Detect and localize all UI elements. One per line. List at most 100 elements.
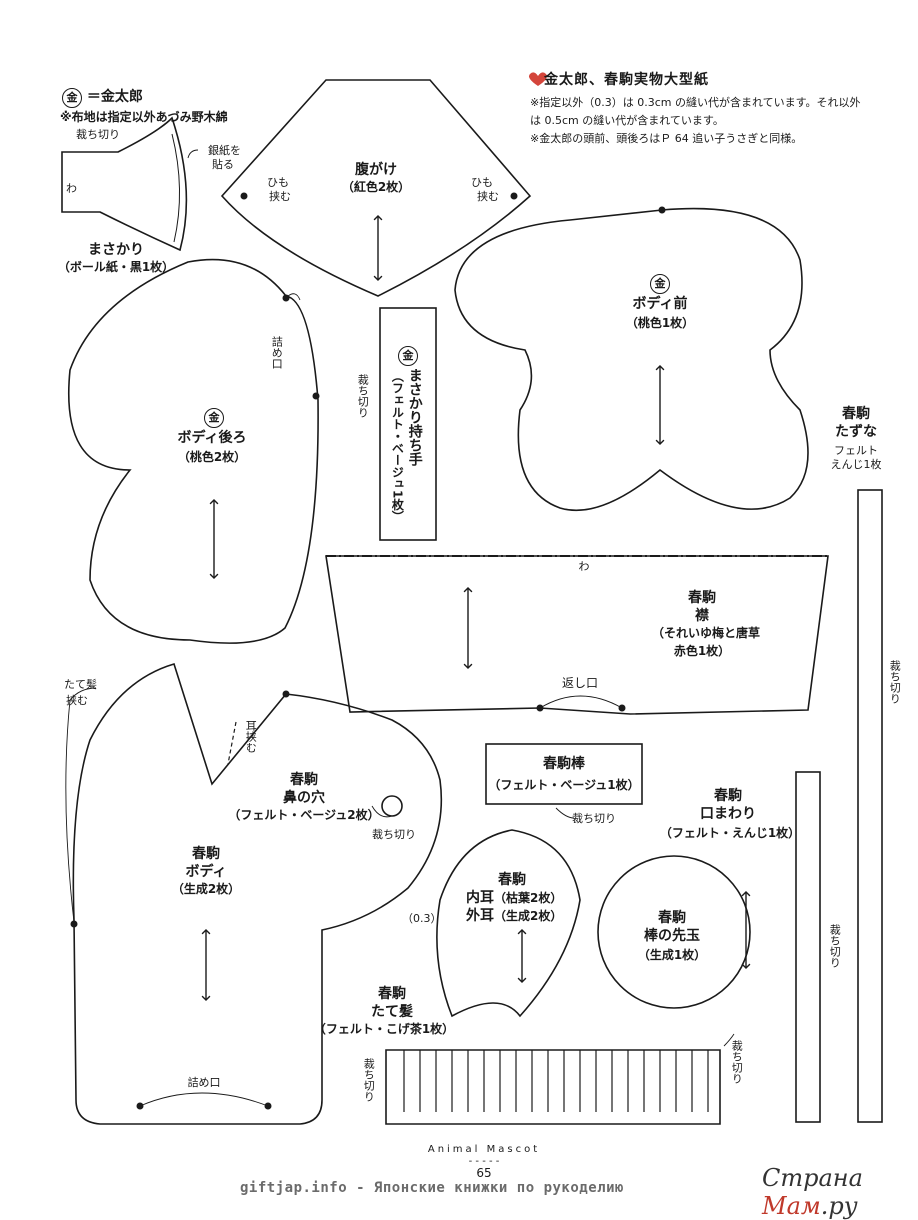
masakari-silver-1: 銀紙を xyxy=(208,144,241,157)
ear-inner-label: 内耳 xyxy=(466,890,494,906)
tazuna-name-1: 春駒 xyxy=(842,406,870,422)
book-title: Animal Mascot xyxy=(427,1144,541,1155)
nose-hole xyxy=(381,795,403,817)
nose-cut: 裁ち切り xyxy=(372,828,416,841)
ear-outer-name: 外耳（生成2枚） xyxy=(466,908,562,925)
collar-wa: わ xyxy=(578,560,590,573)
body-back-outline xyxy=(68,258,319,644)
tazuna-cut: 裁ち切り xyxy=(888,660,902,704)
horse-body-outline xyxy=(72,663,443,1125)
handle-outline xyxy=(379,307,437,541)
horse-body-material: （生成2枚） xyxy=(171,882,241,896)
pattern-title: 金太郎、春駒実物大型紙 xyxy=(544,72,709,88)
kintaro-symbol: 金 xyxy=(62,88,82,108)
mouth-name-1: 春駒 xyxy=(714,788,742,804)
logo-part-3: .ру xyxy=(820,1192,858,1220)
collar-outline xyxy=(325,555,829,715)
masakari-wa: わ xyxy=(66,182,77,195)
stick-cut: 裁ち切り xyxy=(572,812,616,825)
ball-material: （生成1枚） xyxy=(637,948,707,962)
logo-part-1: Страна xyxy=(762,1164,863,1192)
horse-body-name-1: 春駒 xyxy=(192,846,220,862)
nose-name-1: 春駒 xyxy=(290,772,318,788)
masakari-name: まさかり xyxy=(88,242,144,258)
mouth-material: （フェルト・えんじ1枚） xyxy=(659,826,801,840)
logo-part-2: Мам xyxy=(762,1192,821,1220)
stick-outline xyxy=(485,743,643,805)
haragake-name: 腹がけ xyxy=(355,162,397,178)
body-back-symbol-wrap: 金 xyxy=(204,406,224,428)
collar-return-opening: 返し口 xyxy=(561,676,599,690)
ear-outer-material: （生成2枚） xyxy=(494,909,563,923)
body-front-material: （桃色1枚） xyxy=(625,316,695,330)
legend-meaning: ＝金太郎 xyxy=(86,89,143,105)
header-note-1: ※指定以外（0.3）は 0.3cm の縫い代が含まれています。それ以外 xyxy=(530,96,861,109)
ear-inner-material: （枯葉2枚） xyxy=(494,891,563,905)
masakari-outline xyxy=(61,116,188,252)
mane-cut-left: 裁ち切り xyxy=(362,1058,376,1102)
body-front-outline xyxy=(454,207,809,512)
ball-name-1: 春駒 xyxy=(658,910,686,926)
haragake-outline xyxy=(220,79,532,297)
legend: 金 ＝金太郎 xyxy=(62,88,143,108)
body-back-stuff-opening: 詰め口 xyxy=(270,336,284,369)
kintaro-symbol: 金 xyxy=(650,274,670,294)
collar-name-1: 春駒 xyxy=(688,590,716,606)
haragake-material: （紅色2枚） xyxy=(341,180,411,194)
mane-cut-right: 裁ち切り xyxy=(730,1040,744,1084)
ear-outline xyxy=(436,829,581,1018)
mouth-outline xyxy=(795,771,821,1123)
haragake-himo-l2: 挟む xyxy=(269,190,291,203)
haragake-himo-r1: ひも xyxy=(471,176,493,189)
watermark-logo: Страна Мам.ру xyxy=(762,1164,918,1220)
stick-material: （フェルト・ベージュ1枚） xyxy=(488,778,640,792)
masakari-material: （ボール紙・黒1枚） xyxy=(57,260,175,274)
nose-material: （フェルト・ベージュ2枚） xyxy=(228,808,380,822)
handle-name: まさかり持ち手 xyxy=(406,368,423,466)
legend-note: ※布地は指定以外あづみ野木綿 xyxy=(60,110,228,124)
handle-symbol-wrap: 金 xyxy=(398,344,418,366)
ear-name-1: 春駒 xyxy=(498,872,526,888)
haragake-himo-l1: ひも xyxy=(267,176,289,189)
body-back-material: （桃色2枚） xyxy=(177,450,247,464)
kintaro-symbol: 金 xyxy=(204,408,224,428)
ear-allowance: （0.3） xyxy=(402,912,442,925)
mouth-cut: 裁ち切り xyxy=(828,924,842,968)
page-dashes: - - - - - xyxy=(468,1156,500,1167)
masakari-silver-2: 貼る xyxy=(212,158,234,171)
watermark-site: giftjap.info - Японские книжки по рукоде… xyxy=(240,1180,624,1196)
tazuna-material-2: えんじ1枚 xyxy=(830,458,882,471)
mane-name-2: たて髪 xyxy=(371,1004,413,1020)
ear-slot-line xyxy=(227,721,237,765)
page-number: 65 xyxy=(476,1166,492,1180)
header-note-2: は 0.5cm の縫い代が含まれています。 xyxy=(530,114,724,127)
kintaro-symbol: 金 xyxy=(398,346,418,366)
stick-name: 春駒棒 xyxy=(543,756,585,772)
nose-name-2: 鼻の穴 xyxy=(283,790,325,806)
mane-material: （フェルト・こげ茶1枚） xyxy=(313,1022,455,1036)
tazuna-material-1: フェルト xyxy=(834,444,878,457)
handle-material: （フェルト・ベージュ1枚） xyxy=(390,370,405,523)
mane-outline xyxy=(385,1049,721,1125)
ball-name-2: 棒の先玉 xyxy=(644,928,700,944)
body-front-symbol-wrap: 金 xyxy=(650,272,670,294)
horse-ear-slot-label: 耳挟む xyxy=(244,720,258,753)
collar-name-2: 襟 xyxy=(695,608,709,624)
mouth-name-2: 口まわり xyxy=(700,806,756,822)
tazuna-name-2: たずな xyxy=(835,424,877,440)
mane-name-1: 春駒 xyxy=(378,986,406,1002)
tazuna-outline xyxy=(857,489,883,1123)
masakari-inner-line xyxy=(171,133,181,243)
header-note-3: ※金太郎の頭前、頭後ろはＰ 64 追い子うさぎと同様。 xyxy=(530,132,803,145)
handle-cut: 裁ち切り xyxy=(356,374,370,418)
horse-mane-label-2: 挟む xyxy=(66,694,88,707)
ear-outer-label: 外耳 xyxy=(466,908,494,924)
ear-inner-name: 内耳（枯葉2枚） xyxy=(466,890,562,907)
collar-material-1: （それいゆ梅と唐草 xyxy=(651,626,761,640)
body-front-name: ボディ前 xyxy=(632,296,688,312)
haragake-himo-r2: 挟む xyxy=(477,190,499,203)
horse-body-stuff-opening: 詰め口 xyxy=(187,1076,221,1089)
collar-material-2: 赤色1枚） xyxy=(673,644,731,658)
